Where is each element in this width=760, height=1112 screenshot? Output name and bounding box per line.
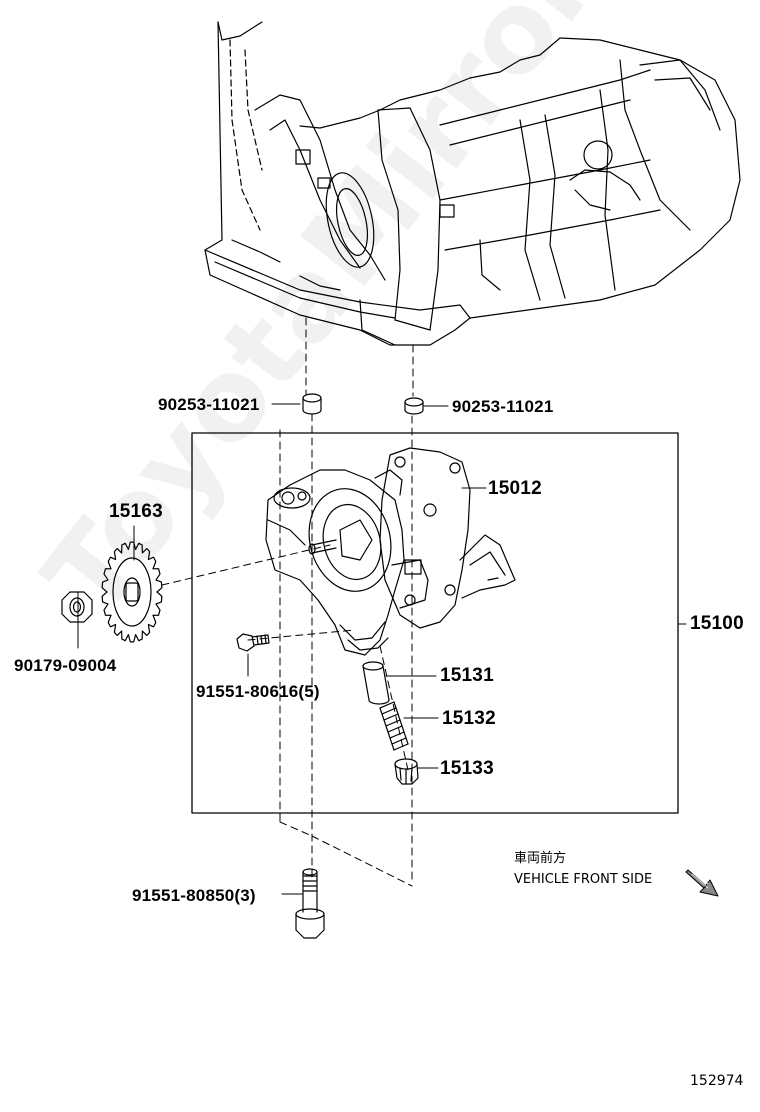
relief-valve-spring-15132 (379, 701, 409, 751)
relief-valve-plug-15133 (394, 758, 419, 785)
direction-label-en: VEHICLE FRONT SIDE (514, 872, 653, 887)
label-15012: 15012 (488, 478, 542, 499)
label-bushing-right: 90253-11021 (452, 397, 554, 416)
label-bolt-long: 91551-80850(3) (132, 886, 256, 905)
bolt-91551-80850 (295, 868, 325, 939)
drive-sprocket-15163 (101, 541, 163, 643)
label-bolt-small: 91551-80616(5) (196, 682, 320, 701)
label-15100: 15100 (690, 613, 744, 634)
direction-label-jp: 車両前方 (514, 851, 567, 866)
label-nut: 90179-09004 (14, 656, 117, 675)
label-15132: 15132 (442, 708, 496, 729)
label-bushing-left: 90253-11021 (158, 395, 260, 414)
engine-block (204, 21, 741, 346)
assembly-frame-15100 (191, 432, 679, 814)
label-15163: 15163 (109, 501, 163, 522)
label-15133: 15133 (440, 758, 494, 779)
nut-90179-09004 (61, 591, 93, 623)
relief-valve-plunger-15131 (362, 661, 390, 705)
oil-pump-body (265, 447, 516, 656)
leader-lines (77, 403, 687, 895)
arrow-down-right-icon (685, 867, 719, 897)
figure-id: 152974 (690, 1073, 744, 1089)
bushing-left-90253-11021 (302, 393, 322, 415)
bushing-right-90253-11021 (404, 397, 424, 415)
label-15131: 15131 (440, 665, 494, 686)
bolt-91551-80616 (236, 633, 270, 652)
